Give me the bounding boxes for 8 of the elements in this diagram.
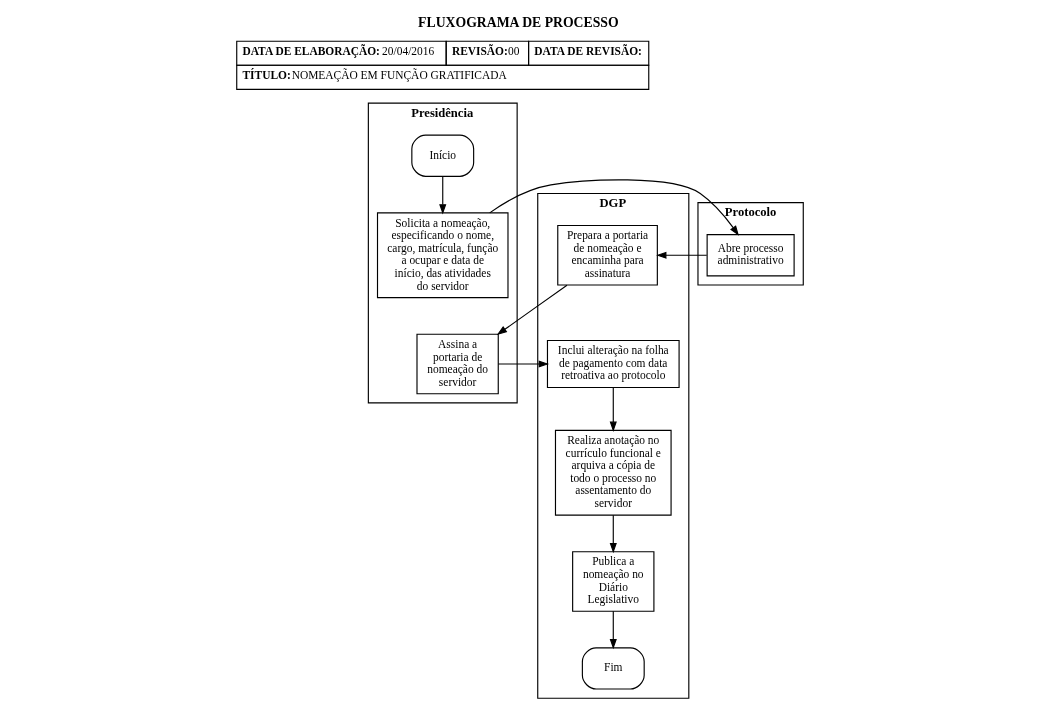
label: REVISÃO: — [451, 44, 508, 57]
label: NOMEAÇÃO EM FUNÇÃO GRATIFICADA — [291, 69, 507, 82]
label: DATA DE REVISÃO: — [534, 44, 642, 57]
label: 20/04/2016 — [382, 44, 435, 57]
label: DATA DE ELABORAÇÃO: — [242, 44, 380, 57]
label: 00 — [507, 44, 520, 57]
label: TÍTULO: — [242, 69, 291, 82]
diagram-title: FLUXOGRAMA DE PROCESSO — [418, 15, 619, 31]
